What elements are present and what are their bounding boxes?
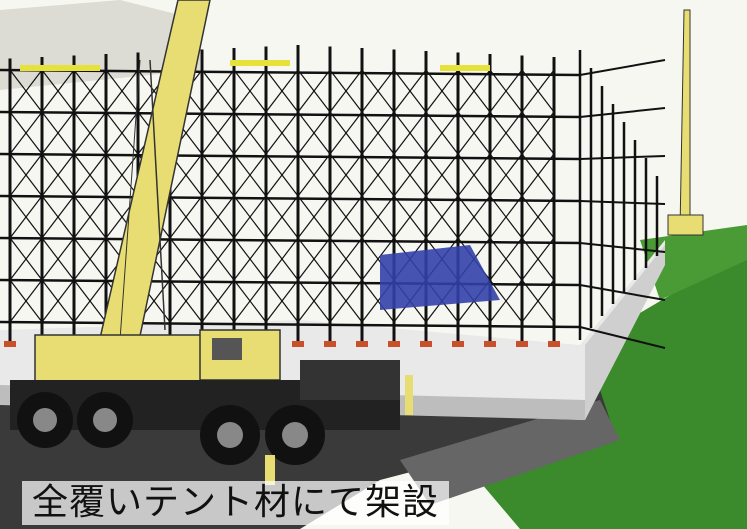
scaffold-frame <box>0 45 666 349</box>
crane-far <box>667 9 704 236</box>
caption: 全覆いテント材にて架設 <box>22 481 450 525</box>
blue-tarp <box>380 245 500 310</box>
crane <box>10 0 413 485</box>
